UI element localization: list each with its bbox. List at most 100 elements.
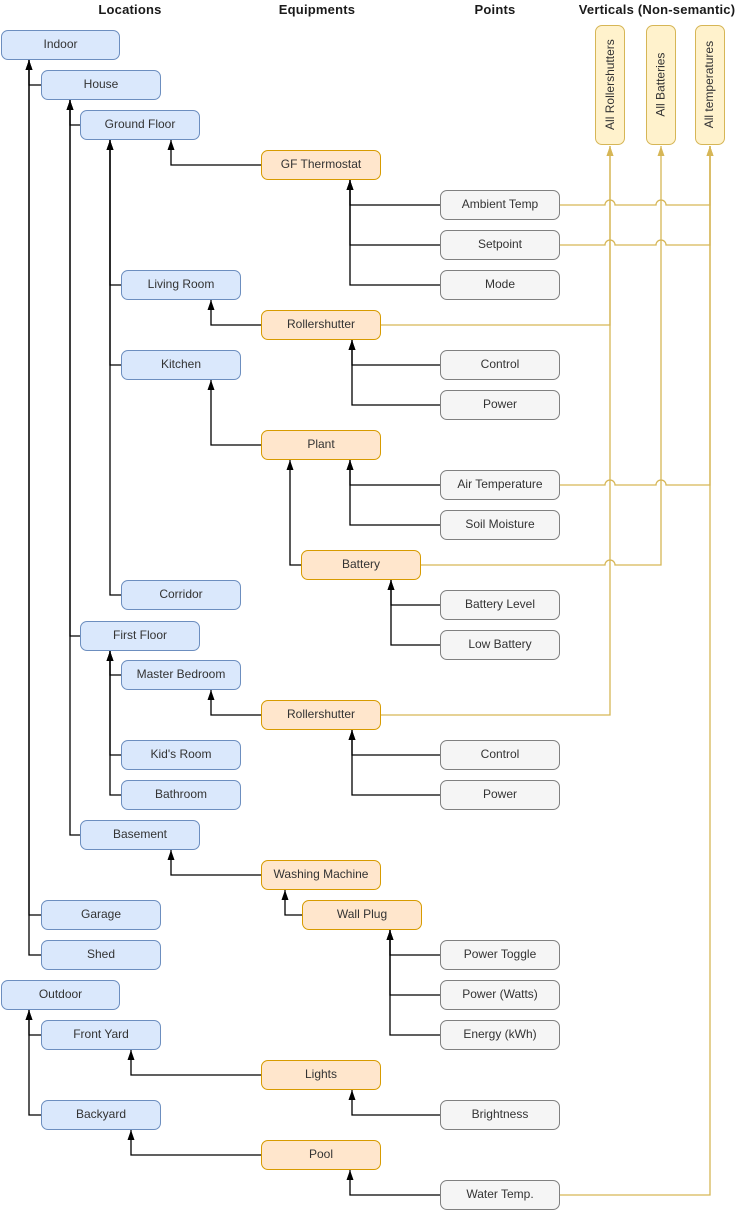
arrowhead-water-temp-to-pool bbox=[346, 1170, 354, 1180]
location-node-backyard: Backyard bbox=[41, 1100, 161, 1130]
arrowhead-washing-machine-to-basement bbox=[167, 850, 175, 860]
edge-pool-to-backyard bbox=[130, 1130, 261, 1156]
edge-battery-to-plant bbox=[289, 460, 301, 566]
arrowhead-rollershutter-gf-to-living-room bbox=[207, 300, 215, 310]
edge-soil-moisture-to-plant bbox=[349, 460, 440, 526]
edge-kitchen-to-ground-floor bbox=[109, 140, 121, 366]
edge-ground-floor-to-house bbox=[69, 100, 80, 126]
location-node-basement: Basement bbox=[80, 820, 200, 850]
equipment-node-pool: Pool bbox=[261, 1140, 381, 1170]
vertical-node-all-rollershutters: All Rollershutters bbox=[595, 25, 625, 145]
location-node-kitchen: Kitchen bbox=[121, 350, 241, 380]
arrowhead-lights-to-front-yard bbox=[127, 1050, 135, 1060]
arrowhead-battery-to-all-batteries bbox=[657, 146, 665, 156]
vertical-node-label: All Rollershutters bbox=[602, 39, 617, 131]
point-node-brightness: Brightness bbox=[440, 1100, 560, 1130]
arrowhead-plant-to-kitchen bbox=[207, 380, 215, 390]
edge-air-temperature-to-all-temperatures bbox=[560, 146, 711, 486]
edge-wall-plug-to-washing-machine bbox=[284, 890, 302, 916]
arrowhead-corridor-to-ground-floor bbox=[106, 140, 114, 150]
point-node-mode: Mode bbox=[440, 270, 560, 300]
arrowhead-mode-to-gf-thermostat bbox=[346, 180, 354, 190]
edge-power-gf-to-rollershutter-gf bbox=[351, 340, 440, 406]
point-node-soil-moisture: Soil Moisture bbox=[440, 510, 560, 540]
edge-bathroom-to-first-floor bbox=[109, 651, 121, 796]
location-node-front-yard: Front Yard bbox=[41, 1020, 161, 1050]
arrowhead-low-battery-to-battery bbox=[387, 580, 395, 590]
edge-setpoint-to-gf-thermostat bbox=[349, 180, 440, 246]
edge-plant-to-kitchen bbox=[210, 380, 261, 446]
edge-low-battery-to-battery bbox=[390, 580, 440, 646]
equipment-node-gf-thermostat: GF Thermostat bbox=[261, 150, 381, 180]
arrowhead-soil-moisture-to-plant bbox=[346, 460, 354, 470]
point-node-power-gf: Power bbox=[440, 390, 560, 420]
arrowhead-brightness-to-lights bbox=[348, 1090, 356, 1100]
edge-living-room-to-ground-floor bbox=[109, 140, 121, 286]
point-node-power-toggle: Power Toggle bbox=[440, 940, 560, 970]
location-node-shed: Shed bbox=[41, 940, 161, 970]
location-node-first-floor: First Floor bbox=[80, 621, 200, 651]
column-header-points: Points bbox=[474, 2, 516, 17]
point-node-setpoint: Setpoint bbox=[440, 230, 560, 260]
edge-corridor-to-ground-floor bbox=[109, 140, 121, 596]
equipment-node-lights: Lights bbox=[261, 1060, 381, 1090]
edge-water-temp-to-all-temperatures bbox=[560, 146, 711, 1196]
equipment-node-washing-machine: Washing Machine bbox=[261, 860, 381, 890]
arrowhead-basement-to-house bbox=[66, 100, 74, 110]
arrowhead-battery-to-plant bbox=[286, 460, 294, 470]
edge-setpoint-to-all-temperatures bbox=[560, 146, 711, 246]
edge-water-temp-to-pool bbox=[349, 1170, 440, 1196]
edge-basement-to-house bbox=[69, 100, 80, 836]
arrowhead-rollershutter-mb-to-master-bedroom bbox=[207, 690, 215, 700]
vertical-node-label: All temperatures bbox=[702, 41, 717, 129]
point-node-water-temp: Water Temp. bbox=[440, 1180, 560, 1210]
edge-first-floor-to-house bbox=[69, 100, 80, 637]
arrowhead-power-mb-to-rollershutter-mb bbox=[348, 730, 356, 740]
edge-power-watts-to-wall-plug bbox=[389, 930, 440, 996]
arrowhead-water-temp-to-all-temperatures bbox=[706, 146, 714, 156]
edge-air-temperature-to-plant bbox=[349, 460, 440, 486]
edge-battery-to-all-batteries bbox=[421, 146, 662, 566]
arrowhead-bathroom-to-first-floor bbox=[106, 651, 114, 661]
arrowhead-shed-to-indoor bbox=[25, 60, 33, 70]
edge-brightness-to-lights bbox=[351, 1090, 440, 1116]
point-node-control-gf: Control bbox=[440, 350, 560, 380]
edge-lights-to-front-yard bbox=[130, 1050, 261, 1076]
edge-garage-to-indoor bbox=[28, 60, 41, 916]
edge-mode-to-gf-thermostat bbox=[349, 180, 440, 286]
point-node-power-watts: Power (Watts) bbox=[440, 980, 560, 1010]
point-node-energy-kwh: Energy (kWh) bbox=[440, 1020, 560, 1050]
column-header-equipments: Equipments bbox=[278, 2, 356, 17]
edge-power-mb-to-rollershutter-mb bbox=[351, 730, 440, 796]
edge-backyard-to-outdoor bbox=[28, 1010, 41, 1116]
location-node-master-bedroom: Master Bedroom bbox=[121, 660, 241, 690]
vertical-node-label: All Batteries bbox=[653, 52, 668, 118]
location-node-bathroom: Bathroom bbox=[121, 780, 241, 810]
location-node-kids-room: Kid's Room bbox=[121, 740, 241, 770]
equipment-node-battery: Battery bbox=[301, 550, 421, 580]
edge-house-to-indoor bbox=[28, 60, 41, 86]
equipment-node-rollershutter-gf: Rollershutter bbox=[261, 310, 381, 340]
point-node-air-temperature: Air Temperature bbox=[440, 470, 560, 500]
equipment-node-wall-plug: Wall Plug bbox=[302, 900, 422, 930]
location-node-indoor: Indoor bbox=[1, 30, 120, 60]
edge-battery-level-to-battery bbox=[390, 580, 440, 606]
arrowhead-backyard-to-outdoor bbox=[25, 1010, 33, 1020]
location-node-living-room: Living Room bbox=[121, 270, 241, 300]
equipment-node-rollershutter-mb: Rollershutter bbox=[261, 700, 381, 730]
edge-control-gf-to-rollershutter-gf bbox=[351, 340, 440, 366]
edge-kids-room-to-first-floor bbox=[109, 651, 121, 756]
vertical-node-all-temperatures: All temperatures bbox=[695, 25, 725, 145]
edge-ambient-temp-to-all-temperatures bbox=[560, 146, 711, 206]
edge-power-toggle-to-wall-plug bbox=[389, 930, 440, 956]
edge-energy-kwh-to-wall-plug bbox=[389, 930, 440, 1036]
location-node-garage: Garage bbox=[41, 900, 161, 930]
point-node-power-mb: Power bbox=[440, 780, 560, 810]
column-header-verticals: Verticals (Non-semantic) bbox=[578, 2, 736, 17]
arrowhead-wall-plug-to-washing-machine bbox=[281, 890, 289, 900]
edge-washing-machine-to-basement bbox=[170, 850, 261, 876]
column-header-locations: Locations bbox=[98, 2, 162, 17]
location-node-outdoor: Outdoor bbox=[1, 980, 120, 1010]
equipment-node-plant: Plant bbox=[261, 430, 381, 460]
